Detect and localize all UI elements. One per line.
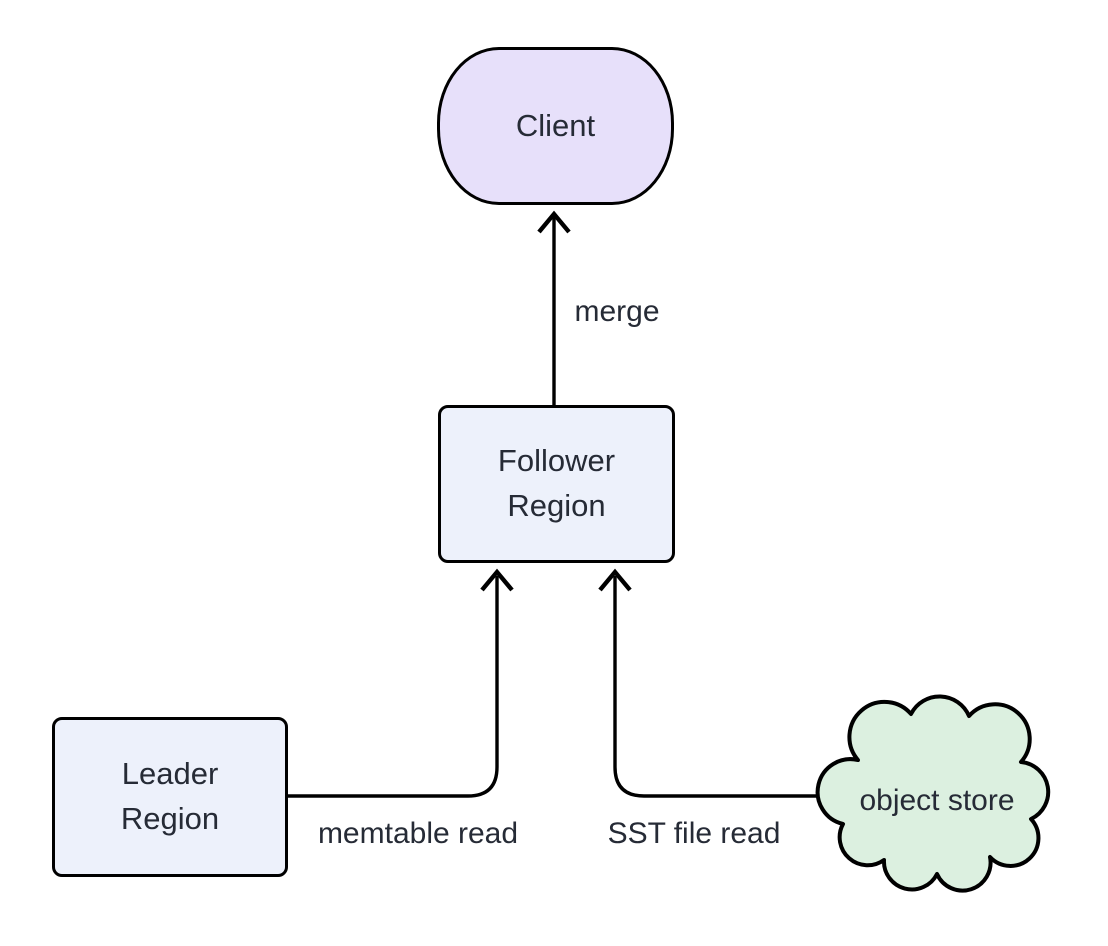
edge-sst-file-read-line (613, 576, 830, 798)
node-follower-region-label: Follower Region (497, 443, 616, 523)
edge-sst-file-read-arrowhead-icon (598, 568, 632, 592)
edge-merge (537, 210, 571, 405)
node-client-label: Client (515, 107, 596, 143)
node-object-store-label: object store (859, 784, 1015, 817)
edge-memtable-read-line (288, 576, 499, 798)
node-object-store (815, 694, 1051, 893)
edge-label-sst-file-read: SST file read (607, 817, 781, 851)
edge-merge-arrowhead-icon (537, 210, 571, 234)
node-leader-region: Leader Region (52, 717, 288, 877)
edge-label-merge: merge (574, 295, 660, 329)
node-follower-region: Follower Region (438, 405, 675, 563)
edge-memtable-read-arrowhead-icon (480, 568, 514, 592)
edge-sst-file-read (598, 568, 830, 798)
edge-label-memtable-read: memtable read (317, 817, 519, 851)
edge-memtable-read (288, 568, 514, 798)
cloud-icon (815, 694, 1051, 893)
node-leader-region-label: Leader Region (120, 756, 220, 836)
node-client: Client (437, 47, 674, 205)
